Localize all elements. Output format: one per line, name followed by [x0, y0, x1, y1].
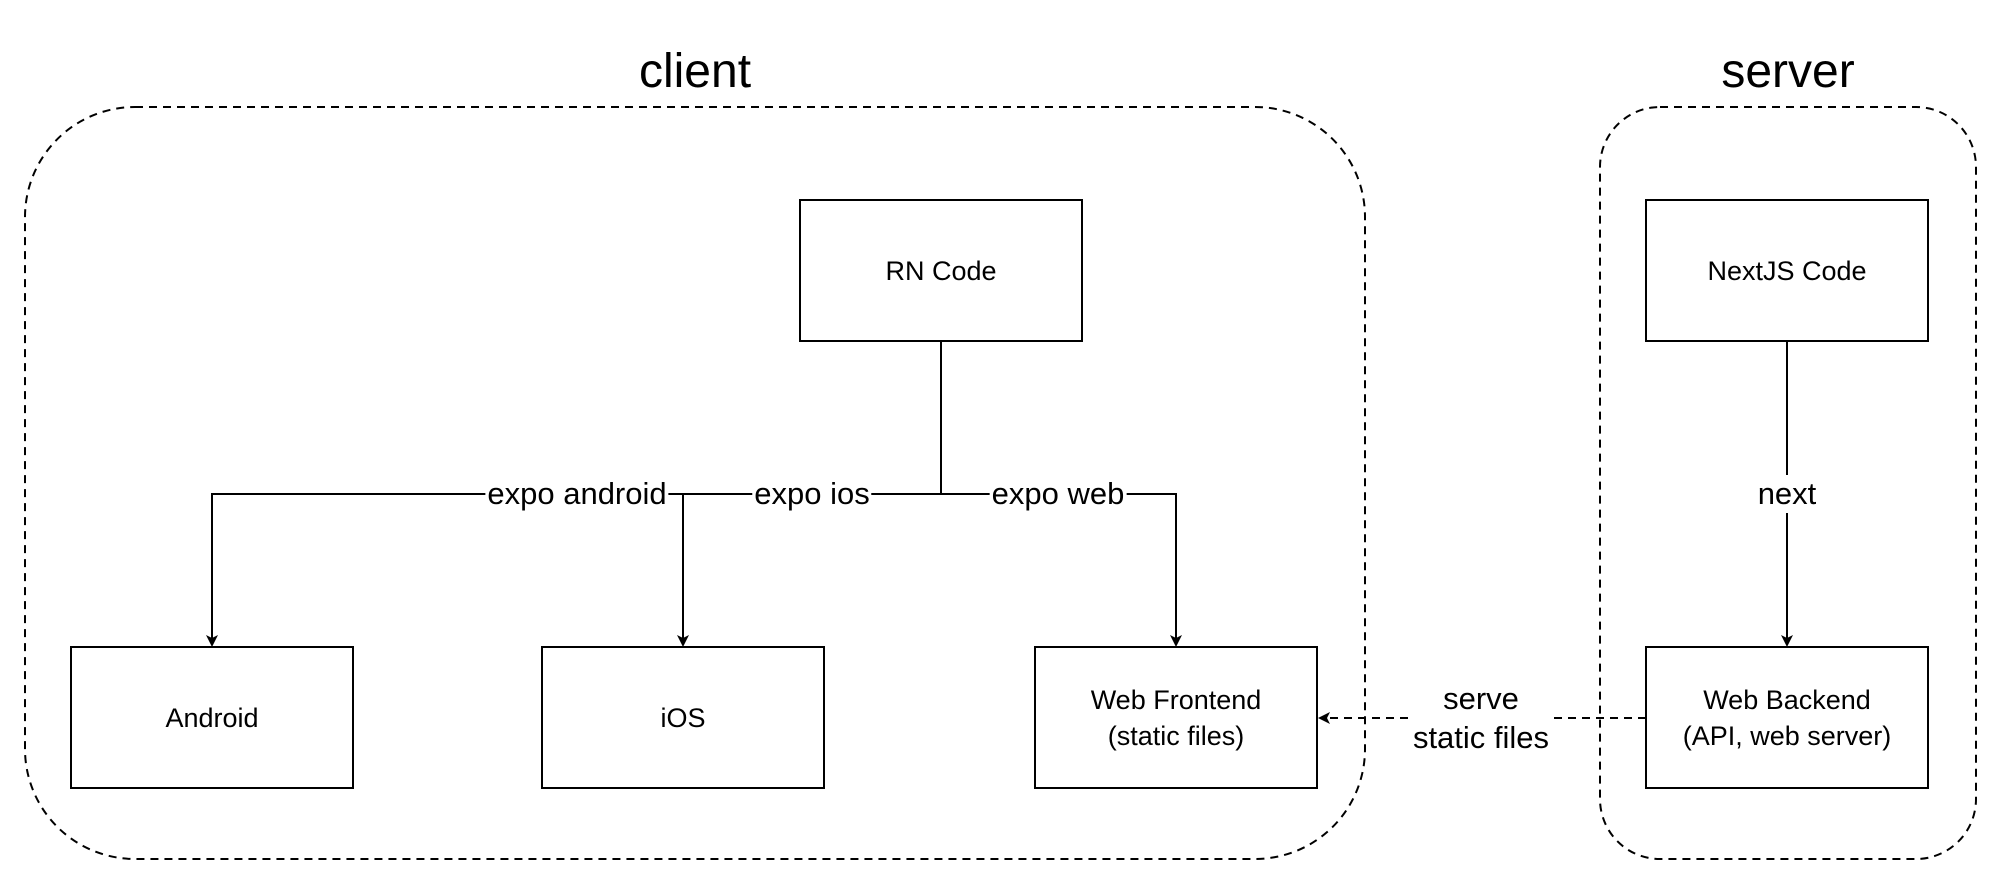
node-web-backend: Web Backend (API, web server)	[1645, 646, 1929, 789]
node-rn-code-label: RN Code	[885, 255, 997, 286]
edge-label-expo-ios: expo ios	[752, 475, 872, 513]
client-group-title: client	[638, 45, 752, 98]
node-ios: iOS	[541, 646, 825, 789]
node-web-frontend-line2: (static files)	[1107, 720, 1245, 751]
node-web-backend-line2: (API, web server)	[1682, 720, 1892, 751]
edge-expo-web	[941, 493, 1182, 647]
node-web-frontend-line1: Web Frontend	[1090, 684, 1262, 715]
node-ios-label: iOS	[660, 702, 706, 733]
server-group-container	[1599, 106, 1977, 860]
edge-label-serve-line2: static files	[1412, 720, 1550, 755]
edge-expo-android	[206, 493, 941, 647]
node-nextjs-code-label: NextJS Code	[1707, 255, 1867, 286]
server-group-title: server	[1721, 45, 1855, 98]
edge-label-expo-web: expo web	[989, 475, 1127, 513]
node-rn-code: RN Code	[799, 199, 1083, 342]
edge-label-serve-static-files: serve static files	[1410, 679, 1552, 757]
edge-label-expo-android: expo android	[485, 475, 669, 513]
edge-label-next: next	[1755, 475, 1819, 513]
edge-expo-ios	[677, 493, 941, 647]
node-web-backend-line1: Web Backend	[1703, 684, 1871, 715]
node-web-frontend: Web Frontend (static files)	[1034, 646, 1318, 789]
client-group-container	[24, 106, 1366, 860]
node-android: Android	[70, 646, 354, 789]
edge-label-serve-line1: serve	[1443, 681, 1519, 716]
node-nextjs-code: NextJS Code	[1645, 199, 1929, 342]
node-android-label: Android	[165, 702, 259, 733]
